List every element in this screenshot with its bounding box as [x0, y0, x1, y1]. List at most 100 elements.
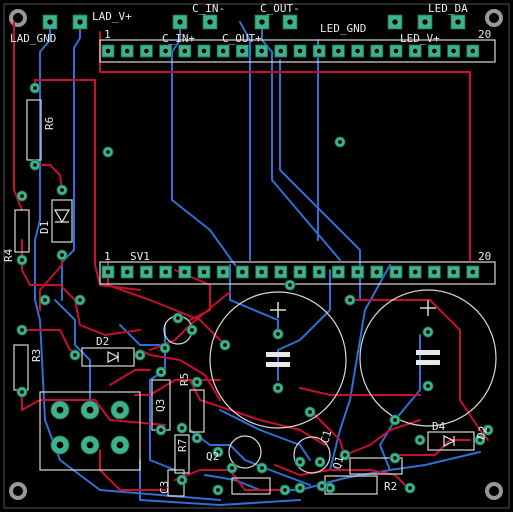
component-pad-32-drill [343, 453, 347, 457]
component-pad-7-drill [338, 140, 342, 144]
component-pad-3-drill [20, 258, 24, 262]
r5-outline [189, 389, 205, 433]
silkscreen [13, 39, 497, 497]
component-pad-11-drill [138, 353, 142, 357]
component-pad-22-drill [180, 478, 184, 482]
component-pad-1-drill [33, 163, 37, 167]
label-q3: Q3 [154, 399, 167, 412]
component-pad-45-drill [308, 410, 312, 414]
component-pad-33-drill [393, 456, 397, 460]
component-pad-12-drill [43, 298, 47, 302]
label-lad-gnd: LAD_GND [10, 32, 56, 45]
label-c-in-top: C_IN- [192, 2, 225, 15]
r7-outline [174, 434, 190, 474]
component-pad-23-drill [216, 450, 220, 454]
connector-pad-2-drill [116, 406, 124, 414]
label-c-in-plus: C_IN+ [162, 32, 195, 45]
label-c-out-plus: C_OUT+ [222, 32, 262, 45]
component-pad-25-drill [260, 466, 264, 470]
header-top-pin-6-drill [201, 48, 207, 54]
header-top-pin-11-drill [297, 48, 303, 54]
label-header-pin20: 20 [478, 28, 491, 41]
sv1-pin-4-drill [163, 269, 168, 275]
connector-pad-4-drill [86, 441, 94, 449]
board-edge [3, 3, 510, 509]
d3-outline [231, 477, 271, 495]
top-conn-pad-8-drill [455, 19, 461, 25]
component-pad-4-drill [60, 188, 64, 192]
sv1-pin-11-drill [297, 269, 303, 275]
connector-pad-5-drill [116, 441, 124, 449]
label-r2: R2 [384, 480, 397, 493]
component-pad-28-drill [298, 460, 302, 464]
sv1-pin-10-drill [278, 269, 284, 275]
sv1-pin-15-drill [374, 269, 380, 275]
component-pad-24-drill [230, 466, 234, 470]
component-pad-42-drill [426, 330, 430, 334]
top-conn-pad-5-drill [287, 19, 293, 25]
header-top-pin-1-drill [105, 48, 111, 54]
cap-left-outline [209, 291, 347, 429]
sv1-pin-5-drill [182, 269, 188, 275]
top-conn-pad-1-drill [77, 19, 83, 25]
component-pad-44-drill [223, 343, 227, 347]
component-pad-46-drill [288, 283, 292, 287]
r4-outline [14, 209, 30, 253]
label-lad-v: LAD_V+ [92, 10, 132, 23]
header-top-pin-3-drill [144, 48, 149, 54]
component-pad-9-drill [20, 390, 24, 394]
sv1-pin-12-drill [316, 269, 322, 275]
header-top-pin-19-drill [451, 48, 456, 54]
component-pad-34-drill [408, 486, 412, 490]
component-pad-39-drill [393, 418, 397, 422]
component-pad-38-drill [486, 428, 490, 432]
connector-pad-3-drill [56, 441, 64, 449]
header-top-pin-5-drill [182, 48, 188, 54]
sv1-pin-1-drill [105, 269, 111, 275]
d1-outline [51, 199, 73, 243]
component-pad-13-drill [78, 298, 82, 302]
component-pad-8-drill [20, 328, 24, 332]
component-pad-19-drill [195, 380, 199, 384]
sv1-pin-18-drill [432, 269, 437, 275]
connector-pad-1-drill [86, 406, 94, 414]
label-d4: D4 [432, 420, 446, 433]
label-sv1-pin1: 1 [104, 250, 111, 263]
sv1-pin-3-drill [144, 269, 149, 275]
label-sv1-pin20: 20 [478, 250, 491, 263]
label-r7: R7 [176, 439, 189, 452]
header-top-pin-18-drill [432, 48, 437, 54]
label-d2-right: D2 [474, 425, 490, 441]
label-d2: D2 [96, 335, 109, 348]
label-led-da: LED_DA [428, 2, 468, 15]
r6-outline [26, 99, 42, 161]
component-pad-10-drill [73, 353, 77, 357]
component-pad-0-drill [33, 86, 37, 90]
label-c3: C3 [158, 481, 171, 494]
component-pad-18-drill [159, 428, 163, 432]
header-top-pin-17-drill [412, 48, 418, 54]
sv1-pin-8-drill [240, 269, 245, 275]
component-pad-40-drill [276, 332, 280, 336]
sv1-outline [99, 261, 496, 285]
component-pad-6-drill [106, 150, 110, 154]
component-pad-14-drill [176, 316, 180, 320]
connector-outline [39, 391, 141, 471]
header-top-pin-15-drill [374, 48, 380, 54]
sv1-pin-13-drill [336, 269, 341, 275]
header-top-pin-14-drill [355, 48, 360, 54]
label-c1: C1 [318, 429, 334, 445]
header-top-pin-7-drill [220, 48, 226, 54]
sv1-pin-16-drill [393, 269, 399, 275]
label-r3: R3 [30, 349, 43, 362]
label-r4: R4 [2, 248, 15, 262]
bottom-copper-traces [34, 21, 481, 506]
component-pad-27-drill [283, 488, 287, 492]
header-top-outline [99, 39, 496, 63]
component-pad-2-drill [20, 194, 24, 198]
label-r6: R6 [43, 117, 56, 130]
header-top-pin-4-drill [163, 48, 168, 54]
label-q1: Q1 [330, 455, 346, 471]
r3-outline [13, 344, 29, 391]
